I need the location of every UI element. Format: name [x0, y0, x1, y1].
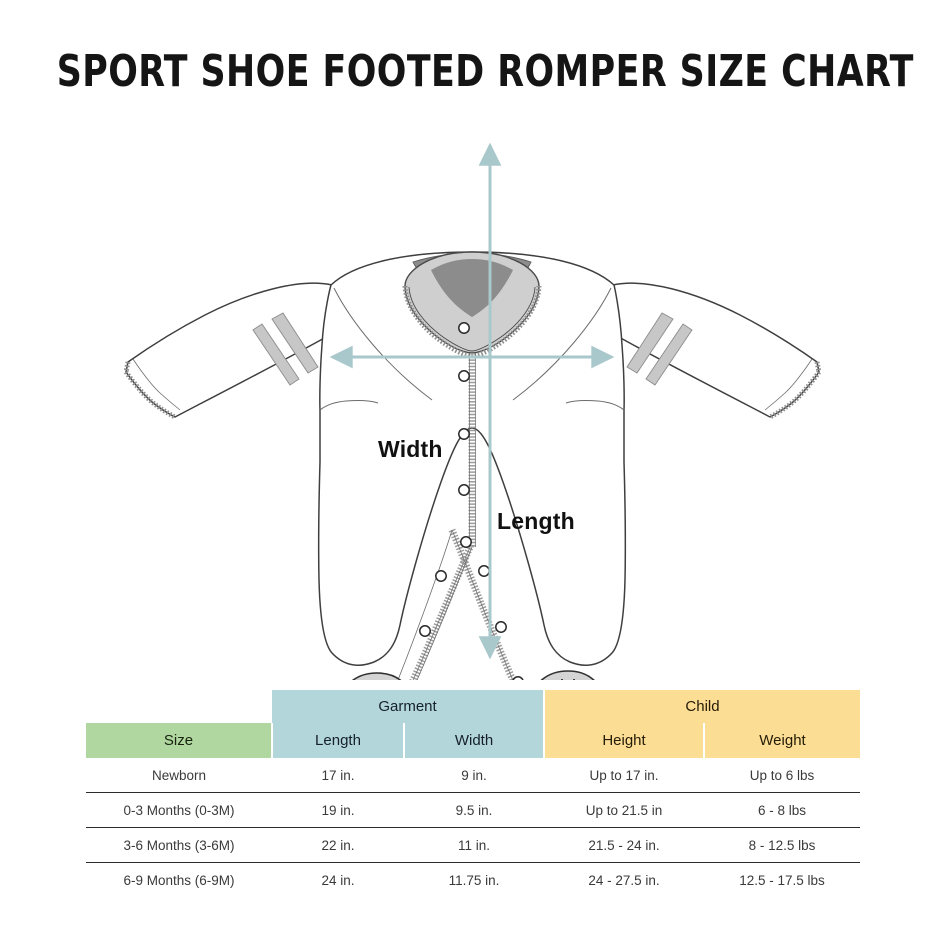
left-shoe — [352, 672, 402, 680]
column-header-height: Height — [543, 723, 705, 758]
table-row: 3-6 Months (3-6M) 22 in. 11 in. 21.5 - 2… — [86, 827, 861, 863]
garment-illustration: Width Length — [0, 110, 945, 680]
table-group-header-row: Garment Child — [86, 690, 861, 723]
front-placket — [468, 353, 476, 547]
width-measurement-label: Width — [378, 436, 443, 462]
table-row: 6-9 Months (6-9M) 24 in. 11.75 in. 24 - … — [86, 862, 861, 897]
cell-length: 17 in. — [321, 767, 355, 783]
right-shoe — [540, 670, 595, 680]
cell-size: 3-6 Months (3-6M) — [86, 827, 272, 863]
cell-length: 22 in. — [272, 827, 404, 863]
table-row: 0-3 Months (0-3M) 19 in. 9.5 in. Up to 2… — [86, 792, 861, 828]
column-header-width: Width — [402, 723, 545, 758]
cell-width: 11 in. — [404, 827, 545, 863]
cell-width: 11.75 in. — [404, 862, 545, 897]
cell-height: 24 - 27.5 in. — [544, 862, 705, 897]
column-header-length: Length — [271, 723, 404, 758]
cell-length: 24 in. — [272, 862, 404, 897]
table-row: Newborn 17 in. 9 in. Up to 17 in. Up to … — [86, 758, 860, 793]
left-sleeve — [123, 282, 336, 420]
page-title: SPORT SHOE FOOTED ROMPER SIZE CHART — [56, 46, 914, 97]
cell-size: 0-3 Months (0-3M) — [86, 792, 272, 828]
cell-size: Newborn — [151, 767, 207, 783]
length-measurement-label: Length — [497, 508, 575, 534]
group-header-child: Child — [543, 690, 861, 723]
cell-height: Up to 17 in. — [589, 767, 659, 783]
cell-size: 6-9 Months (6-9M) — [86, 862, 272, 897]
cell-length: 19 in. — [272, 792, 404, 828]
footed-romper-technical-drawing — [123, 142, 822, 680]
table-column-header-row: Size Length Width Height Weight — [86, 723, 861, 758]
cell-weight: Up to 6 lbs — [749, 767, 815, 783]
cell-width: 9 in. — [461, 767, 487, 783]
cell-height: Up to 21.5 in — [544, 792, 705, 828]
right-sleeve — [609, 282, 822, 420]
group-header-garment: Garment — [272, 690, 545, 723]
cell-weight: 8 - 12.5 lbs — [704, 827, 861, 863]
measurement-arrows — [329, 142, 615, 660]
cell-weight: 12.5 - 17.5 lbs — [704, 862, 861, 897]
column-header-size: Size — [86, 723, 272, 758]
column-header-weight: Weight — [703, 723, 861, 758]
romper-body-group — [123, 142, 822, 680]
cell-width: 9.5 in. — [404, 792, 545, 828]
cell-height: 21.5 - 24 in. — [544, 827, 705, 863]
table-body: Newborn 17 in. 9 in. Up to 17 in. Up to … — [86, 758, 861, 897]
inseam-placket — [397, 528, 517, 680]
group-header-blank — [86, 690, 272, 723]
cell-weight: 6 - 8 lbs — [704, 792, 861, 828]
size-table: Garment Child Size Length Width Height W… — [86, 690, 861, 897]
